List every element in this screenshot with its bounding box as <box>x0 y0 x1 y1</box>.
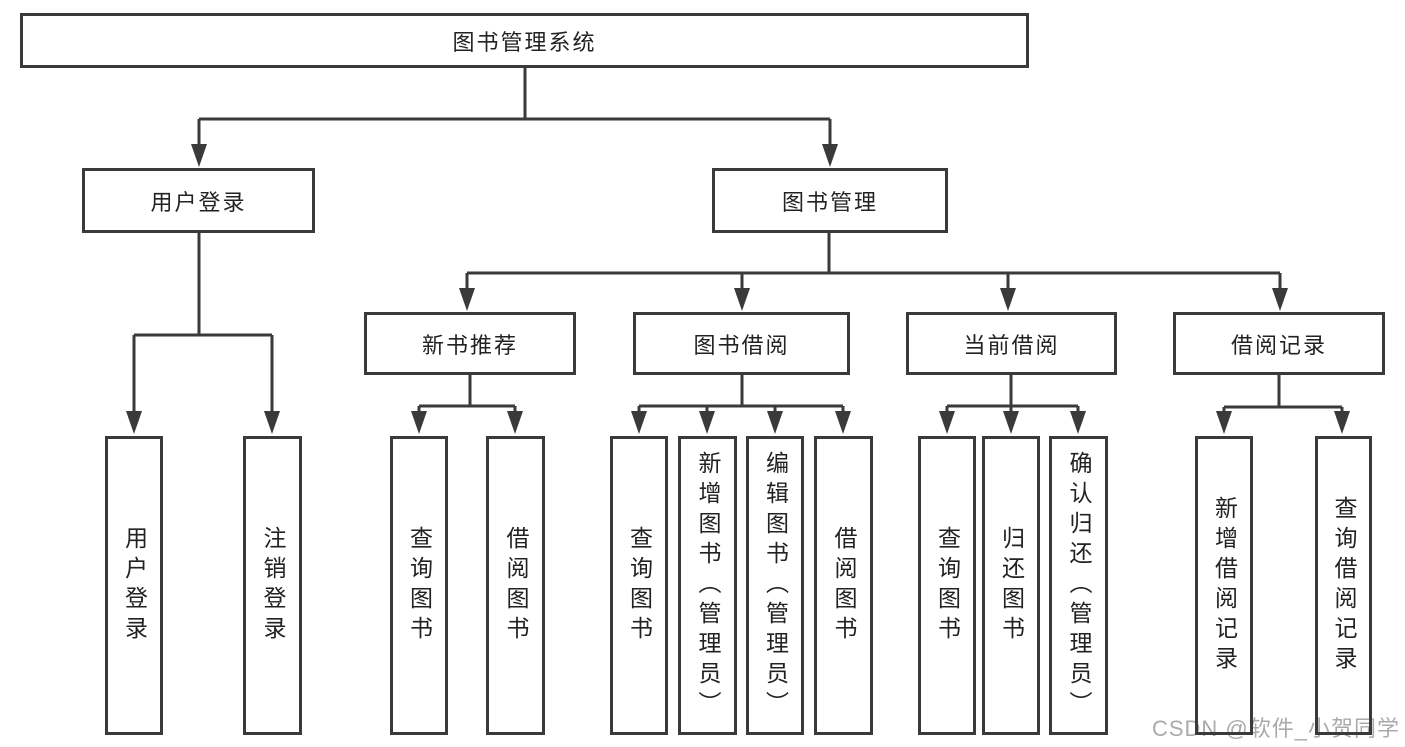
node-br-query-record-label: 查询借阅记录 <box>1331 495 1357 676</box>
node-nb-query-books: 查询图书 <box>390 436 448 735</box>
node-user-login: 用户登录 <box>82 168 315 233</box>
node-cb-confirm-return-admin-label: 确认归还（管理员） <box>1066 450 1092 721</box>
node-borrow-records: 借阅记录 <box>1173 312 1385 375</box>
connector-book-mgmt-to-level3 <box>465 233 1282 291</box>
node-current-borrow: 当前借阅 <box>906 312 1117 375</box>
connector-borrow-records-children <box>1222 375 1344 414</box>
node-cb-query-books: 查询图书 <box>918 436 976 735</box>
node-user-login-label: 用户登录 <box>150 189 247 215</box>
node-root-label: 图书管理系统 <box>452 29 597 55</box>
node-cb-query-books-label: 查询图书 <box>934 525 961 646</box>
node-bb-query-books-label: 查询图书 <box>626 525 653 646</box>
node-book-mgmt-label: 图书管理 <box>781 189 878 215</box>
node-book-borrow: 图书借阅 <box>633 312 850 375</box>
node-cb-confirm-return-admin: 确认归还（管理员） <box>1049 436 1108 735</box>
node-ul-login-label: 用户登录 <box>121 525 148 646</box>
node-nb-query-books-label: 查询图书 <box>406 525 433 646</box>
node-bb-edit-books-admin: 编辑图书（管理员） <box>746 436 804 735</box>
node-bb-query-books: 查询图书 <box>610 436 668 735</box>
arrowheads-level2 <box>191 144 838 167</box>
node-new-books-label: 新书推荐 <box>421 332 518 358</box>
node-ul-logout-label: 注销登录 <box>260 525 286 646</box>
node-ul-login: 用户登录 <box>105 436 163 735</box>
node-book-borrow-label: 图书借阅 <box>693 332 790 358</box>
connector-user-login-children <box>132 233 274 414</box>
connector-book-borrow-children <box>637 375 845 414</box>
connector-root-to-level2 <box>197 68 832 148</box>
node-br-query-record: 查询借阅记录 <box>1315 436 1372 735</box>
node-ul-logout: 注销登录 <box>243 436 302 735</box>
node-bb-edit-books-admin-label: 编辑图书（管理员） <box>762 450 789 721</box>
arrowheads-level4 <box>411 411 1350 434</box>
node-current-borrow-label: 当前借阅 <box>963 332 1060 358</box>
connector-new-books-children <box>417 375 517 414</box>
node-borrow-records-label: 借阅记录 <box>1230 332 1327 358</box>
node-bb-add-books-admin-label: 新增图书（管理员） <box>695 450 721 721</box>
node-br-add-record: 新增借阅记录 <box>1195 436 1253 735</box>
node-bb-borrow-books: 借阅图书 <box>814 436 873 735</box>
node-book-mgmt: 图书管理 <box>712 168 948 233</box>
node-br-add-record-label: 新增借阅记录 <box>1211 495 1238 676</box>
watermark-text: CSDN @软件_小贺同学 <box>1151 716 1400 741</box>
connector-current-borrow-children <box>945 375 1080 414</box>
node-bb-add-books-admin: 新增图书（管理员） <box>678 436 737 735</box>
node-nb-borrow-books: 借阅图书 <box>486 436 545 735</box>
node-nb-borrow-books-label: 借阅图书 <box>503 525 529 646</box>
node-cb-return-books-label: 归还图书 <box>998 525 1025 646</box>
arrowheads-user-login-children <box>126 411 280 434</box>
node-root: 图书管理系统 <box>20 13 1029 68</box>
node-new-books: 新书推荐 <box>364 312 576 375</box>
arrowheads-level3 <box>459 288 1288 311</box>
node-cb-return-books: 归还图书 <box>982 436 1040 735</box>
node-bb-borrow-books-label: 借阅图书 <box>831 525 857 646</box>
